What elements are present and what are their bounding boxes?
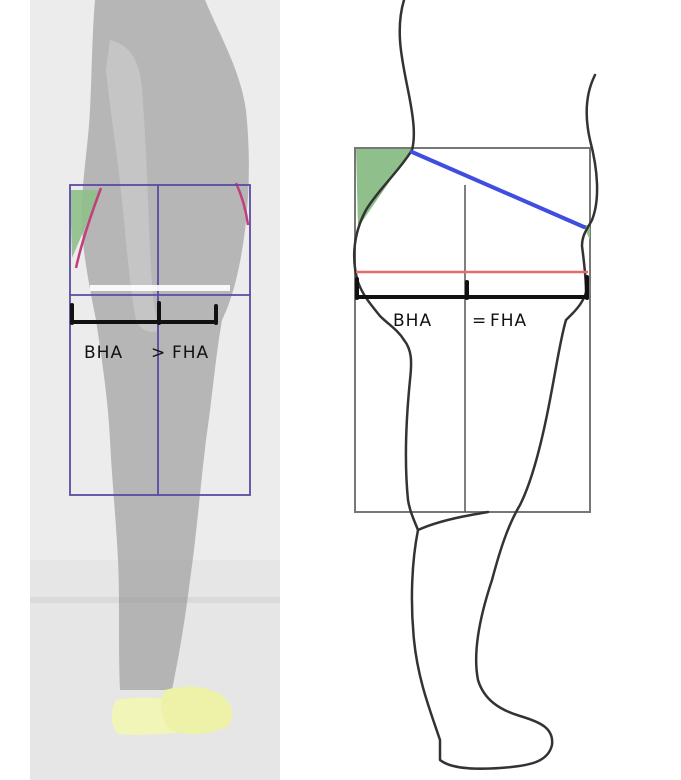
right-comparison-symbol: = bbox=[472, 311, 487, 331]
outline-belly bbox=[572, 75, 597, 314]
right-measure-bracket bbox=[357, 277, 587, 298]
right-fha-label: FHA bbox=[490, 311, 527, 331]
right-body-outline bbox=[354, 0, 597, 769]
left-bha-label: BHA bbox=[84, 343, 123, 363]
left-white-band bbox=[90, 285, 230, 291]
outline-back-leg bbox=[404, 314, 572, 769]
left-fha-label: FHA bbox=[172, 343, 209, 363]
left-comparison-symbol: > bbox=[151, 343, 166, 363]
right-drawing-panel: BHA = FHA bbox=[354, 0, 597, 769]
right-bha-label: BHA bbox=[393, 311, 432, 331]
outline-knee bbox=[418, 512, 488, 530]
right-waist-line bbox=[412, 152, 584, 227]
left-photo-panel: BHA > FHA bbox=[30, 0, 280, 780]
